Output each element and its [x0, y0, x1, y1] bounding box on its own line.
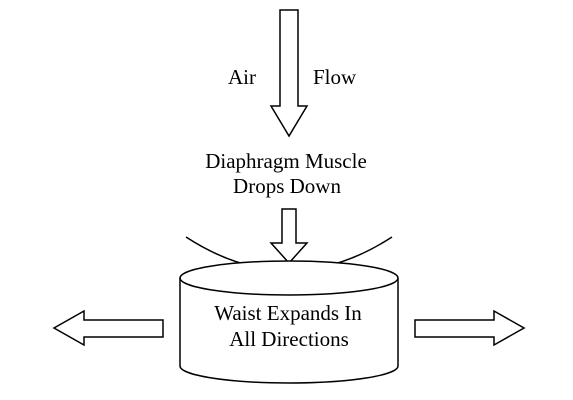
- left-expansion-arrow: [52, 309, 164, 347]
- air-label: Air: [228, 65, 256, 89]
- air-flow-arrow: [269, 9, 309, 138]
- waist-cylinder-body: [179, 278, 399, 384]
- diaphragm-label-line1: Diaphragm Muscle: [205, 149, 367, 173]
- flow-label: Flow: [313, 65, 357, 89]
- waist-label-line2: All Directions: [229, 327, 349, 351]
- waist-label-line1: Waist Expands In: [214, 301, 362, 325]
- waist-cylinder-top: [179, 260, 399, 296]
- right-expansion-arrow: [414, 309, 526, 347]
- diaphragm-label-line2: Drops Down: [233, 174, 341, 198]
- diaphragm-drop-arrow: [269, 208, 309, 265]
